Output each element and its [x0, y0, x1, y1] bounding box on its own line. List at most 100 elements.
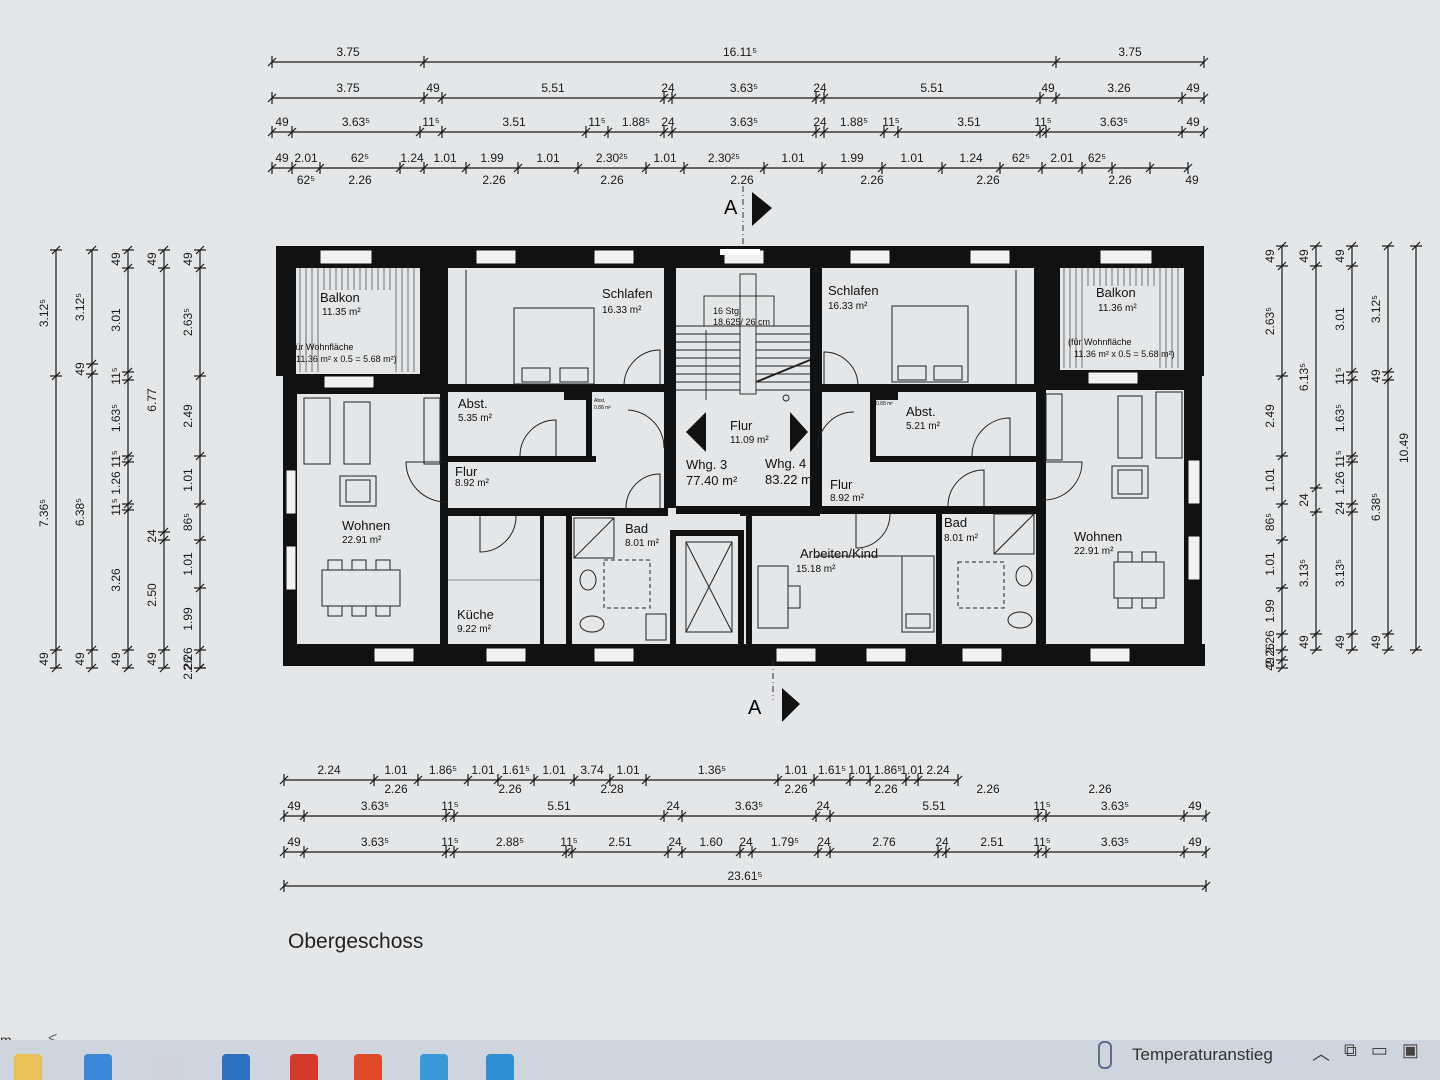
- dim-label: 49: [73, 652, 87, 666]
- dim-label: 3.26: [109, 568, 123, 592]
- battery-icon[interactable]: ▭: [1370, 1040, 1388, 1060]
- dim-label: 49: [1263, 657, 1277, 671]
- dim-label: 2.49: [181, 404, 195, 428]
- dim-label: 5.51: [920, 81, 944, 95]
- dim-label: 24: [816, 799, 830, 813]
- dim-label: 49: [109, 652, 123, 666]
- dim-label: 1.24: [959, 151, 983, 165]
- dim-label: 1.99: [1263, 599, 1277, 623]
- dim-label: 49: [37, 652, 51, 666]
- dim-label: 2.49: [1263, 404, 1277, 428]
- dim-label: 3.75: [1118, 45, 1142, 59]
- dim-label: 10.49: [1397, 433, 1411, 463]
- dim-label: 49: [426, 81, 440, 95]
- dim-label: 49: [1333, 249, 1347, 263]
- dim-label: 1.36⁵: [698, 763, 726, 777]
- acrobat-icon[interactable]: [290, 1054, 318, 1080]
- room-balkon-left-name: Balkon: [320, 290, 360, 305]
- edge-browser-icon[interactable]: [84, 1054, 112, 1080]
- room-balkon-left-area: 11.35 m²: [322, 307, 361, 318]
- dim-label: 1.24: [400, 151, 424, 165]
- dim-label: 49: [1369, 635, 1383, 649]
- room-balkon-right-note2: 11.36 m² x 0.5 = 5.68 m²): [1074, 349, 1175, 359]
- dim-label: 3.63⁵: [342, 115, 370, 129]
- dim-label: 49: [275, 151, 289, 165]
- dim-label: 2.26: [1108, 173, 1132, 187]
- dim-label: 49: [287, 835, 301, 849]
- dim-label: 49: [145, 252, 159, 266]
- dim-label: 2.28: [600, 782, 624, 796]
- room-schlafen-left-name: Schlafen: [602, 286, 653, 301]
- dim-label: 49: [109, 252, 123, 266]
- dim-label: 1.01: [542, 763, 566, 777]
- dim-label: 24: [666, 799, 680, 813]
- section-label-top: A: [724, 197, 738, 219]
- dim-label: 1.61⁵: [818, 763, 846, 777]
- dim-label: 1.01: [536, 151, 560, 165]
- room-arbeiten-name: Arbeiten/Kind: [800, 546, 878, 561]
- dim-label: 11⁵: [109, 450, 123, 467]
- chrome-icon[interactable]: [354, 1054, 382, 1080]
- sync-icon[interactable]: [486, 1054, 514, 1080]
- dim-label: 3.63⁵: [1100, 115, 1128, 129]
- dim-label: 3.75: [336, 81, 360, 95]
- room-wohnen-right-name: Wohnen: [1074, 529, 1122, 544]
- room-abst-small-left-area: 0.88 m²: [594, 405, 611, 411]
- dim-label: 1.01: [900, 763, 924, 777]
- room-bad-right-area: 8.01 m²: [944, 533, 979, 544]
- windows: [285, 249, 1201, 663]
- room-abst-left-area: 5.35 m²: [458, 413, 493, 424]
- room-balkon-left-note1: (für Wohnfläche: [290, 342, 353, 352]
- dim-label: 49: [1297, 635, 1311, 649]
- dim-label: 24: [739, 835, 753, 849]
- dim-label: 2.26: [181, 647, 195, 671]
- dim-label: 3.13⁵: [1297, 559, 1311, 587]
- room-wohnen-left-name: Wohnen: [342, 518, 390, 533]
- stairs-count: 16 Stg.: [713, 306, 742, 316]
- room-balkon-left-note2: 11.36 m² x 0.5 = 5.68 m²): [296, 354, 397, 364]
- app-icon[interactable]: [154, 1054, 182, 1080]
- dim-label: 2.26: [384, 782, 408, 796]
- dim-label: 49: [1186, 81, 1200, 95]
- dim-label: 49: [1369, 369, 1383, 383]
- dim-label: 62⁵: [297, 173, 315, 187]
- whg4-name: Whg. 4: [765, 456, 806, 471]
- dim-label: 62⁵: [1012, 151, 1030, 165]
- dim-label: 3.75: [336, 45, 360, 59]
- dim-label: 2.26: [348, 173, 372, 187]
- dim-label: 11⁵: [1033, 799, 1050, 813]
- dim-label: 24: [813, 81, 827, 95]
- dim-label: 11⁵: [1333, 450, 1347, 467]
- dim-label: 11⁵: [1034, 115, 1051, 129]
- dim-label: 49: [287, 799, 301, 813]
- dim-label: 3.63⁵: [735, 799, 763, 813]
- dim-label: 2.26: [874, 782, 898, 796]
- stairs: [676, 249, 811, 402]
- network-icon[interactable]: ⧉: [1344, 1040, 1357, 1060]
- dim-label: 5.51: [541, 81, 565, 95]
- dim-label: 49: [1185, 173, 1199, 187]
- display-icon[interactable]: ▣: [1401, 1040, 1419, 1060]
- dim-label: 1.63⁵: [109, 404, 123, 432]
- dim-label: 24: [1297, 493, 1311, 507]
- weather-widget[interactable]: Temperaturanstieg: [1098, 1040, 1273, 1070]
- dim-label: 1.01: [384, 763, 408, 777]
- mail-icon[interactable]: [420, 1054, 448, 1080]
- store-icon[interactable]: [222, 1054, 250, 1080]
- dim-label: 86⁵: [181, 513, 195, 531]
- dim-label: 2.63⁵: [181, 308, 195, 336]
- dim-label: 3.01: [109, 308, 123, 332]
- dim-label: 49: [1041, 81, 1055, 95]
- scroll-left-icon[interactable]: <: [48, 1030, 58, 1047]
- file-explorer-icon[interactable]: [14, 1054, 42, 1080]
- dim-label: 1.61⁵: [502, 763, 530, 777]
- dim-label: 3.51: [502, 115, 526, 129]
- chevron-up-icon[interactable]: ︿: [1312, 1044, 1330, 1064]
- dim-label: 11⁵: [422, 115, 439, 129]
- room-arbeiten-area: 15.18 m²: [796, 564, 836, 575]
- room-flur-right-area: 8.92 m²: [830, 493, 865, 504]
- dim-label: 3.63⁵: [1101, 835, 1129, 849]
- dim-label: 6.77: [145, 388, 159, 412]
